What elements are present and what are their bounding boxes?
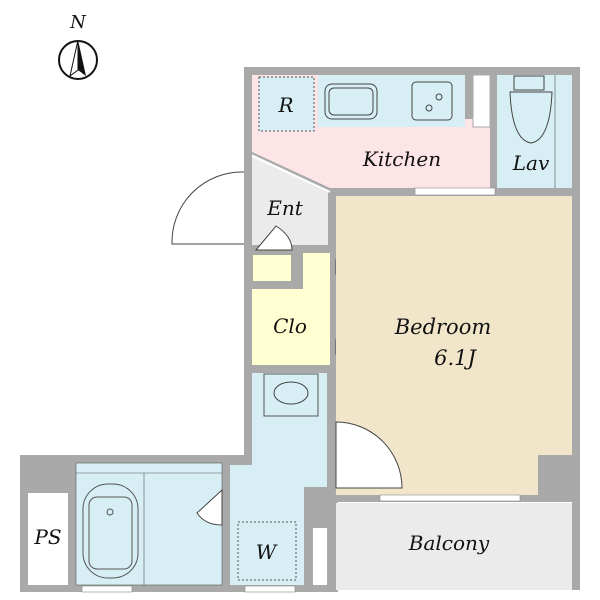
- pipe-space-label: PS: [33, 525, 61, 549]
- closet-area: [252, 289, 330, 365]
- lavatory-area: [497, 75, 572, 188]
- washroom-area: [230, 373, 327, 585]
- inner-door-swing: [254, 225, 293, 251]
- window: [81, 585, 133, 593]
- entrance-area: [252, 154, 328, 245]
- washer-space: [237, 521, 297, 581]
- bathtub-icon: [82, 483, 139, 579]
- refrigerator-label: R: [277, 93, 293, 117]
- compass-label: N: [69, 12, 87, 33]
- bedroom-size: 6.1J: [434, 346, 477, 370]
- north-compass-icon: N: [58, 12, 98, 80]
- bedroom-door-swing: [335, 421, 403, 489]
- pipe-space: [28, 493, 68, 585]
- bedroom-area: [336, 196, 572, 495]
- refrigerator-space: [258, 76, 315, 132]
- washer-label: W: [256, 540, 278, 564]
- stove-icon: [411, 81, 453, 121]
- entry-door-swing: [171, 171, 245, 245]
- kitchen-label: Kitchen: [362, 147, 441, 171]
- washbasin-icon: [263, 373, 319, 417]
- balcony-area: [336, 503, 572, 590]
- lavatory-label: Lav: [512, 151, 550, 175]
- bath-area: [75, 462, 223, 586]
- bath-door-swing: [196, 488, 223, 526]
- sink-icon: [324, 83, 378, 120]
- entrance-label: Ent: [266, 196, 303, 220]
- closet-small: [253, 255, 291, 281]
- window: [244, 585, 296, 593]
- bedroom-label: Bedroom: [394, 315, 492, 339]
- toilet-icon: [509, 75, 553, 144]
- balcony-label: Balcony: [408, 531, 490, 555]
- closet-label: Clo: [273, 314, 307, 338]
